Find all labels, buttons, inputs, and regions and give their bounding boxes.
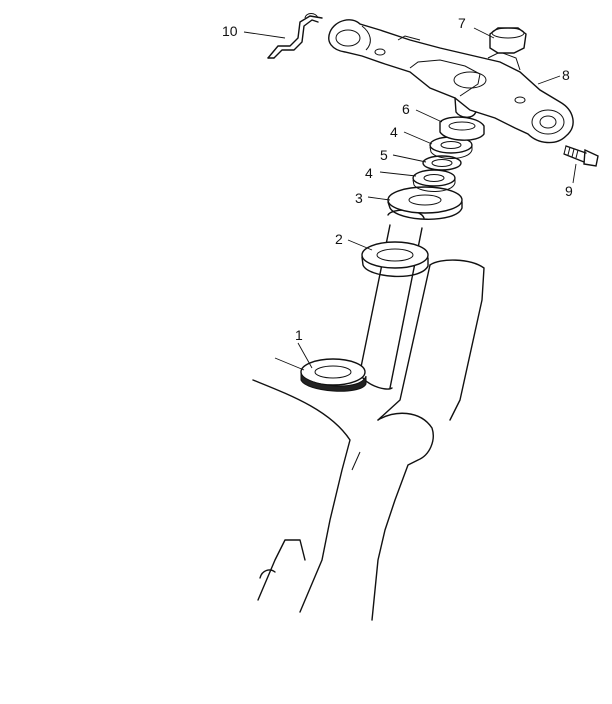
callout-2: 2 [335,231,343,247]
cable-guide [267,13,323,59]
callout-9: 9 [565,183,573,199]
callout-7: 7 [458,15,466,31]
callout-5: 5 [380,147,388,163]
washer [439,116,485,141]
upper-bearing [361,241,429,278]
callout-3: 3 [355,190,363,206]
callout-labels: 1 2 3 4 5 4 6 7 8 9 10 [222,15,573,343]
leader-lines [243,27,577,371]
callout-1: 1 [295,327,303,343]
lower-bearing [300,358,367,392]
upper-bracket [328,19,574,144]
steering-stem [359,209,425,390]
frame-head-pipe [252,259,485,621]
callout-10: 10 [222,23,238,39]
callout-4-upper: 4 [390,124,398,140]
ring-nut-upper [429,136,473,159]
bearing-cover [387,186,463,220]
callout-8: 8 [562,67,570,83]
pinch-bolt [563,145,599,167]
callout-4-lower: 4 [365,165,373,181]
stem-nut [489,27,527,54]
lock-washer [422,155,462,171]
callout-6: 6 [402,101,410,117]
